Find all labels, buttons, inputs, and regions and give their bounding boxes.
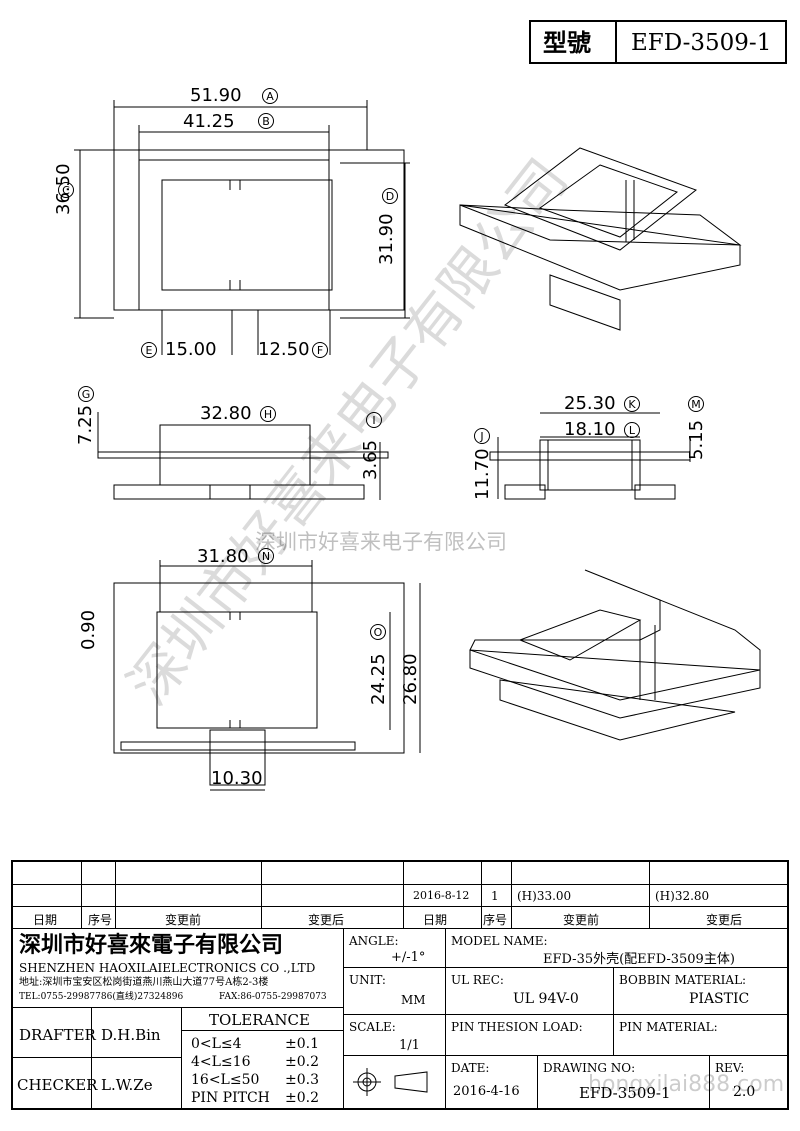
tolerance-label: TOLERANCE xyxy=(209,1011,310,1029)
tol-range: 0<L≤4 xyxy=(191,1036,242,1052)
hdr-seq-2: 序号 xyxy=(483,913,508,927)
bobbin-value: PIASTIC xyxy=(689,991,750,1007)
dim-marker-a: A xyxy=(262,88,278,104)
rev-after: (H)32.80 xyxy=(655,889,710,903)
hdr-date-2: 日期 xyxy=(423,913,448,927)
hdr-after-2: 变更后 xyxy=(706,913,743,927)
tol-value: ±0.1 xyxy=(285,1036,319,1052)
bobbin-label: BOBBIN MATERIAL: xyxy=(619,973,747,987)
iso-view-bottom xyxy=(469,569,761,741)
pin-material-label: PIN MATERIAL: xyxy=(619,1020,718,1034)
bottom-view xyxy=(113,560,421,791)
front-view xyxy=(97,412,389,500)
rev-label: REV: xyxy=(715,1061,745,1075)
technical-drawing xyxy=(74,100,761,791)
tol-range: 4<L≤16 xyxy=(191,1054,251,1070)
title-block: 2016-8-12 1 (H)33.00 (H)32.80 日期 序号 变更前 … xyxy=(11,860,789,1110)
site-watermark: hongxilai888.com xyxy=(588,1072,785,1097)
angle-value: +/-1° xyxy=(391,950,426,965)
dim-E: 15.00 xyxy=(165,339,217,360)
dim-marker-m: M xyxy=(688,396,704,412)
scale-value: 1/1 xyxy=(399,1038,420,1053)
dim-marker-l: L xyxy=(624,422,640,438)
watermark-horizontal: 深圳市好喜来电子有限公司 xyxy=(255,530,507,554)
drawing-no-value: EFD-3509-1 xyxy=(579,1084,671,1102)
company-name-cn: 深圳市好喜來電子有限公司 xyxy=(19,932,284,958)
dim-H: 32.80 xyxy=(200,403,252,424)
dim-marker-i: I xyxy=(366,412,382,428)
drafter-value: D.H.Bin xyxy=(101,1026,161,1044)
tol-value: ±0.2 xyxy=(285,1054,319,1070)
dim-A: 51.90 xyxy=(190,85,242,106)
company-name-en: SHENZHEN HAOXILAIELECTRONICS CO .,LTD xyxy=(19,961,316,975)
dim-O: 24.25 xyxy=(368,653,389,705)
dim-marker-f: F xyxy=(312,342,328,358)
dim-w2: 26.80 xyxy=(400,653,421,705)
iso-view-top xyxy=(459,147,742,331)
checker-value: L.W.Ze xyxy=(101,1076,153,1094)
rev-seq: 1 xyxy=(491,889,499,903)
top-view xyxy=(74,100,410,355)
dim-marker-o: O xyxy=(370,624,386,640)
hdr-after-1: 变更后 xyxy=(308,913,345,927)
dim-marker-d: D xyxy=(382,188,398,204)
dim-marker-g: G xyxy=(78,386,94,402)
tol-range: PIN PITCH xyxy=(191,1090,270,1106)
dim-marker-c: C xyxy=(58,182,74,198)
rev-value: 2.0 xyxy=(733,1084,756,1100)
company-tel: TEL:0755-29987786(直线)27324896 xyxy=(19,992,184,1002)
pin-tension-label: PIN THESION LOAD: xyxy=(451,1020,583,1034)
dim-D: 31.90 xyxy=(376,213,397,265)
tol-value: ±0.2 xyxy=(285,1090,319,1106)
model-header: 型號 EFD-3509-1 xyxy=(529,20,787,64)
model-value: EFD-3509-1 xyxy=(631,30,772,56)
dim-marker-n: N xyxy=(258,548,274,564)
dim-w1: 0.90 xyxy=(78,609,99,650)
dim-N: 31.80 xyxy=(197,546,249,567)
tol-range: 16<L≤50 xyxy=(191,1072,260,1088)
model-label: 型號 xyxy=(543,28,591,57)
dim-marker-j: J xyxy=(474,428,490,444)
dim-marker-b: B xyxy=(258,113,274,129)
unit-value: MM xyxy=(401,993,426,1007)
hdr-seq-1: 序号 xyxy=(88,913,113,927)
dim-marker-e: E xyxy=(141,342,157,358)
angle-label: ANGLE: xyxy=(349,934,399,948)
dim-w3: 10.30 xyxy=(211,768,263,789)
dim-F: 12.50 xyxy=(258,339,310,360)
projection-symbol-icon xyxy=(353,1068,428,1096)
side-view xyxy=(489,412,691,500)
date-value: 2016-4-16 xyxy=(453,1084,520,1099)
dim-marker-k: K xyxy=(624,396,640,412)
dim-K: 25.30 xyxy=(564,393,616,414)
checker-label: CHECKER xyxy=(17,1076,98,1094)
hdr-before-2: 变更前 xyxy=(563,913,600,927)
hdr-before-1: 变更前 xyxy=(165,913,202,927)
rev-before: (H)33.00 xyxy=(517,889,572,903)
company-fax: FAX:86-0755-29987073 xyxy=(219,992,327,1002)
dim-G: 7.25 xyxy=(75,404,96,445)
dim-B: 41.25 xyxy=(183,111,235,132)
model-name-label: MODEL NAME: xyxy=(451,934,548,948)
dim-marker-h: H xyxy=(260,406,276,422)
rev-date: 2016-8-12 xyxy=(413,889,470,902)
scale-label: SCALE: xyxy=(349,1020,396,1034)
ul-rec-label: UL REC: xyxy=(451,973,504,987)
unit-label: UNIT: xyxy=(349,973,386,987)
drafter-label: DRAFTER xyxy=(19,1026,96,1044)
drawing-no-label: DRAWING NO: xyxy=(543,1061,636,1075)
dim-L: 18.10 xyxy=(564,419,616,440)
hdr-date-1: 日期 xyxy=(33,913,58,927)
ul-rec-value: UL 94V-0 xyxy=(513,991,579,1007)
date-label: DATE: xyxy=(451,1061,490,1075)
model-name-value: EFD-35外壳(配EFD-3509主体) xyxy=(543,952,735,967)
dim-J: 11.70 xyxy=(472,448,493,500)
dim-M: 5.15 xyxy=(686,419,707,460)
tol-value: ±0.3 xyxy=(285,1072,319,1088)
company-address: 地址:深圳市宝安区松岗街道燕川燕山大道77号A栋2-3楼 xyxy=(19,977,269,988)
